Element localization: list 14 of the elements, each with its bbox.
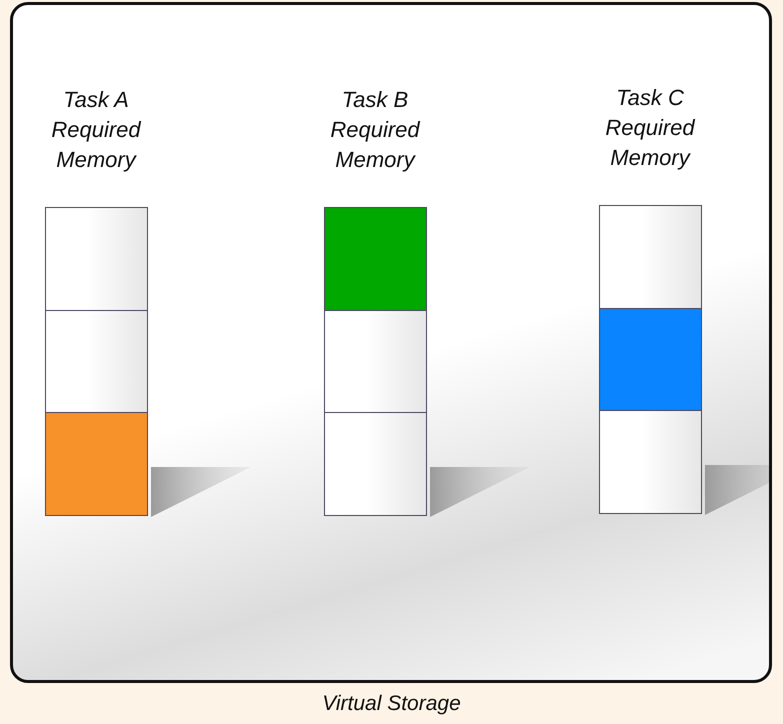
panel-caption: Virtual Storage xyxy=(321,692,462,716)
storage-panel xyxy=(10,2,772,683)
memory-block xyxy=(44,412,148,516)
memory-block xyxy=(324,207,426,311)
memory-block xyxy=(324,412,426,516)
memory-block xyxy=(324,310,426,414)
memory-block xyxy=(44,310,148,414)
memory-block xyxy=(44,207,148,311)
task-title: Task C Required Memory xyxy=(585,83,715,183)
memory-block xyxy=(598,410,702,514)
task-title: Task A Required Memory xyxy=(31,85,161,185)
memory-block xyxy=(598,308,702,412)
task-title: Task B Required Memory xyxy=(310,85,440,185)
memory-block xyxy=(598,205,702,309)
